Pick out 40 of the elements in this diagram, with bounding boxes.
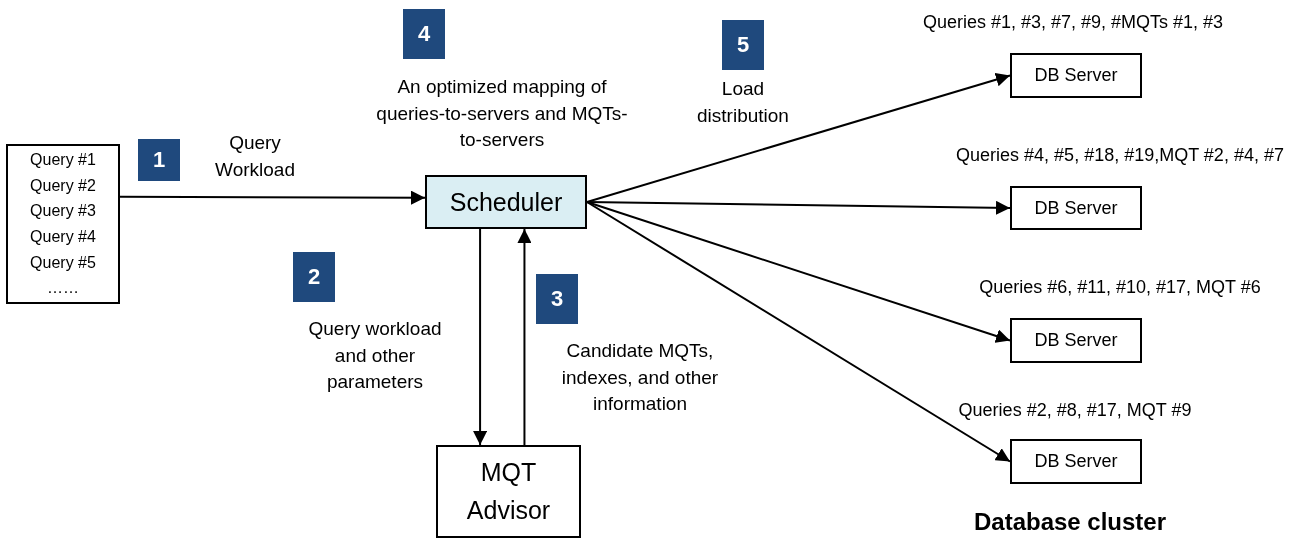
node-label: DB Server	[1034, 330, 1118, 351]
node-label: MQT Advisor	[465, 457, 552, 526]
annotation: Load distribution	[696, 77, 790, 128]
assignment-note: Queries #2, #8, #17, MQT #9	[958, 400, 1192, 421]
process-box	[1010, 439, 1142, 484]
scheduler-box	[425, 175, 587, 229]
process-box	[1010, 53, 1142, 98]
node-label: DB Server	[1034, 197, 1118, 219]
arrow	[586, 72, 1011, 203]
annotation: An optimized mapping of queries-to-servers and MQTs-to-servers	[375, 75, 629, 153]
node-label: Scheduler	[449, 187, 563, 217]
process-box	[436, 445, 581, 538]
arrow	[517, 228, 532, 446]
query-item: Query #5	[30, 252, 96, 273]
arrow	[473, 228, 488, 446]
step-number-badge	[403, 9, 445, 59]
query-item: Query #4	[30, 227, 96, 247]
query-item: Query #1	[30, 150, 96, 171]
node-label: DB Server	[1034, 65, 1118, 86]
query-item: ……	[47, 278, 79, 299]
step-number: 5	[736, 32, 750, 58]
query-item: Query #3	[30, 201, 96, 222]
assignment-note: Queries #1, #3, #7, #9, #MQTs #1, #3	[922, 12, 1224, 33]
step-number: 2	[307, 264, 321, 290]
step-number-badge	[293, 252, 335, 302]
step-number-badge	[722, 20, 764, 70]
arrow	[586, 201, 1011, 463]
step-number: 1	[152, 147, 166, 173]
arrow	[119, 190, 426, 205]
cluster-title: Database cluster	[972, 507, 1168, 537]
step-number-badge	[138, 139, 180, 181]
step-number: 4	[417, 21, 431, 47]
process-box	[1010, 318, 1142, 363]
assignment-note: Queries #4, #5, #18, #19,MQT #2, #4, #7	[956, 145, 1284, 166]
step-number-badge	[536, 274, 578, 324]
node-label: DB Server	[1034, 451, 1118, 472]
assignment-note: Queries #6, #11, #10, #17, MQT #6	[979, 277, 1261, 298]
query-item: Query #2	[30, 175, 96, 196]
process-box	[1010, 186, 1142, 230]
step-number: 3	[550, 286, 564, 312]
